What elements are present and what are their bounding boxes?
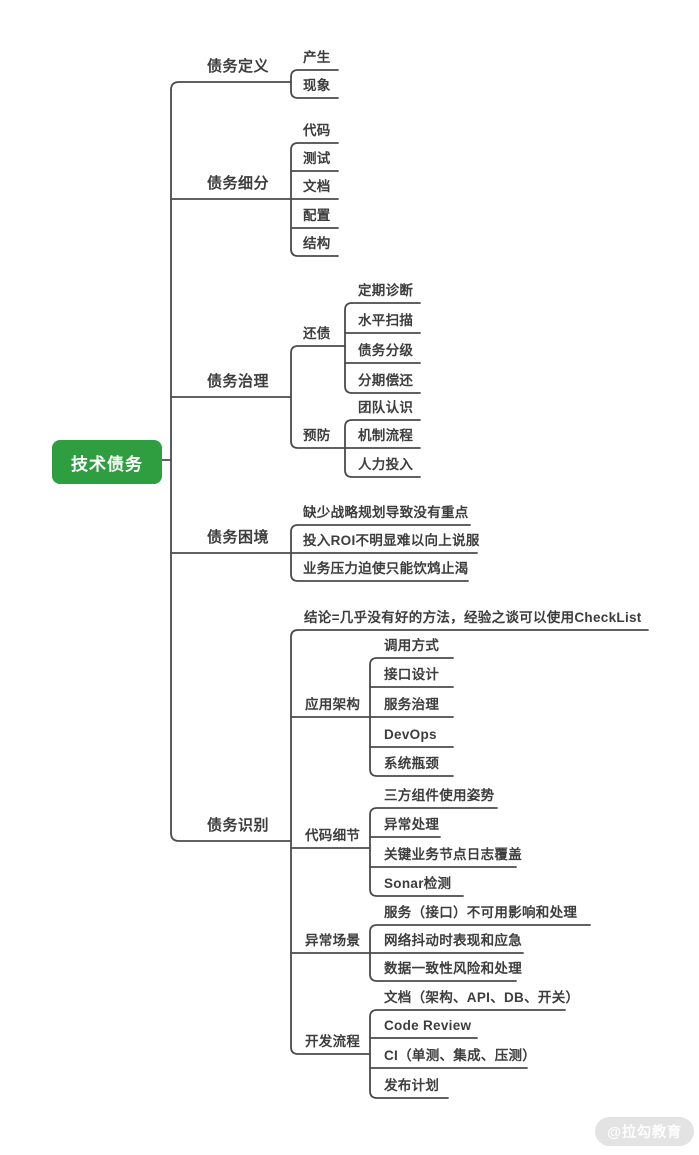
node-sonar-check: Sonar检测 — [384, 876, 452, 891]
node-code: 代码 — [303, 123, 331, 138]
node-debt-identification: 债务识别 — [207, 817, 270, 834]
node-documentation: 文档（架构、API、DB、开关） — [384, 990, 580, 1005]
node-app-architecture: 应用架构 — [305, 697, 361, 712]
node-manpower-input: 人力投入 — [358, 457, 414, 472]
node-third-party-usage: 三方组件使用姿势 — [384, 788, 495, 803]
node-repay: 还债 — [303, 326, 331, 341]
node-debt-subdivision: 债务细分 — [207, 175, 270, 192]
node-debt-definition: 债务定义 — [207, 58, 270, 75]
node-structure: 结构 — [303, 236, 331, 251]
node-invocation-mode: 调用方式 — [384, 638, 440, 653]
node-business-pressure: 业务压力迫使只能饮鸩止渴 — [303, 561, 469, 576]
node-origin: 产生 — [303, 50, 331, 65]
node-code-review: Code Review — [384, 1018, 472, 1033]
node-roi-unclear: 投入ROI不明显难以向上说服 — [303, 533, 480, 548]
node-debt-grading: 债务分级 — [358, 343, 414, 358]
node-mechanism-process: 机制流程 — [358, 428, 414, 443]
node-debt-dilemma: 债务困境 — [207, 529, 270, 546]
node-config: 配置 — [303, 208, 331, 223]
node-conclusion-checklist: 结论=几乎没有好的方法，经验之谈可以使用CheckList — [304, 610, 642, 625]
lagou-watermark-badge: @拉勾教育 — [595, 1117, 694, 1146]
node-log-coverage: 关键业务节点日志覆盖 — [384, 847, 522, 862]
node-interface-design: 接口设计 — [384, 667, 440, 682]
node-no-strategy-focus: 缺少战略规划导致没有重点 — [303, 505, 469, 520]
node-test: 测试 — [303, 151, 331, 166]
node-code-details: 代码细节 — [305, 828, 361, 843]
node-team-awareness: 团队认识 — [358, 400, 414, 415]
node-debt-governance: 债务治理 — [207, 373, 270, 390]
node-exception-handling: 异常处理 — [384, 817, 440, 832]
node-doc: 文档 — [303, 179, 331, 194]
node-network-jitter: 网络抖动时表现和应急 — [384, 933, 522, 948]
node-prevention: 预防 — [303, 428, 331, 443]
root-node-tech-debt: 技术债务 — [52, 440, 162, 484]
node-release-plan: 发布计划 — [384, 1078, 440, 1093]
node-ci: CI（单测、集成、压测） — [384, 1048, 537, 1063]
node-periodic-diagnosis: 定期诊断 — [358, 283, 414, 298]
node-service-governance: 服务治理 — [384, 697, 440, 712]
node-system-bottleneck: 系统瓶颈 — [384, 756, 440, 771]
node-phenomenon: 现象 — [303, 78, 331, 93]
node-abnormal-scenarios: 异常场景 — [305, 933, 361, 948]
node-installment-repay: 分期偿还 — [358, 373, 414, 388]
node-data-consistency: 数据一致性风险和处理 — [384, 961, 522, 976]
node-dev-process: 开发流程 — [305, 1034, 361, 1049]
node-devops: DevOps — [384, 727, 437, 742]
node-horizontal-scan: 水平扫描 — [358, 313, 414, 328]
node-service-unavailable: 服务（接口）不可用影响和处理 — [384, 905, 578, 920]
